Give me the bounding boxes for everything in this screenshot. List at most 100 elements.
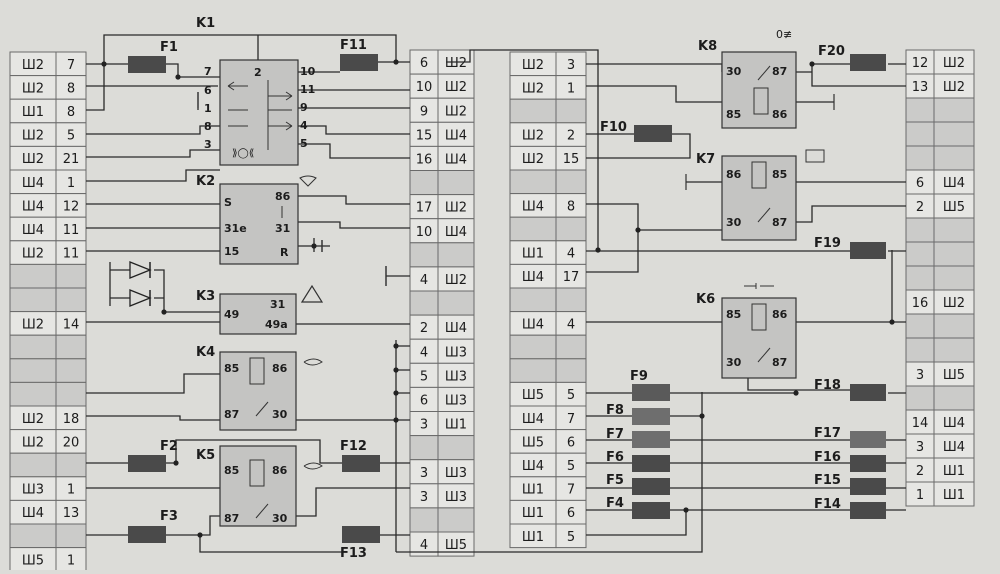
wire [670, 439, 850, 511]
connector-cell [437, 145, 475, 171]
fuse-label: F15 [814, 473, 841, 488]
connector-cell-text: 15 [416, 128, 433, 143]
pin-label: 85 [772, 168, 787, 181]
connector-cell-text: 15 [563, 152, 580, 167]
relay-label: K6 [696, 292, 715, 307]
connector-cell-text: Ш2 [522, 58, 544, 73]
wire [586, 133, 691, 159]
connector-cell-text: 10 [416, 80, 433, 95]
connector-cell [437, 218, 475, 244]
pin-label: 1 [204, 102, 212, 115]
connector-cell-text: Ш3 [445, 393, 467, 408]
connector-cell [933, 313, 975, 339]
connector-cell [409, 242, 439, 268]
pin-label: 86 [272, 362, 288, 375]
junction-dot [393, 390, 399, 396]
relay-k1: K1 7 6 1 8 3 2 10 11 9 4 5 ⟫◯⟪ [196, 16, 316, 166]
connector-cell-text: Ш2 [22, 247, 44, 262]
connector-cell [437, 435, 475, 461]
pin-label: 49a [265, 318, 288, 331]
junction-dot [889, 319, 895, 325]
connector-cell-text: Ш2 [22, 317, 44, 332]
connector-cell-text: Ш2 [22, 129, 44, 144]
junctions [101, 59, 895, 538]
connector-cell-text: Ш3 [445, 466, 467, 481]
connector-cell-text: 17 [563, 270, 580, 285]
fuse-body [850, 478, 886, 495]
connector-cell [933, 337, 975, 363]
pin-label: 9 [300, 101, 308, 114]
fuse-body [850, 54, 886, 71]
connector-cell-text: 2 [916, 200, 924, 215]
pin-label: 30 [726, 65, 742, 78]
pin-label: 87 [224, 512, 239, 525]
connector-cell-text: Ш4 [943, 176, 965, 191]
pin-label: 87 [772, 356, 787, 369]
connector-cell-text: 11 [63, 247, 80, 262]
connector-cell-text: 7 [567, 412, 575, 427]
connector-cell [555, 334, 587, 360]
fuse-body [632, 431, 670, 448]
connector-cell [9, 334, 57, 360]
connector-cell-text: 7 [567, 483, 575, 498]
relay-k2: K2 S 86 31e 31 15 R [196, 174, 317, 265]
connector-cell-text: 1 [567, 81, 575, 96]
relay-switch [757, 207, 771, 223]
fuse-body [342, 455, 380, 472]
pin-label: 87 [772, 216, 787, 229]
rear-fog-light-icon: 0≢ [776, 28, 792, 41]
fuse-body [632, 408, 670, 425]
wire [86, 125, 222, 135]
pin-label: 30 [272, 512, 288, 525]
connector-cell-text: Ш1 [522, 483, 544, 498]
fog-light-icon [303, 462, 323, 470]
fuse-label: F14 [814, 497, 841, 512]
connector-cell-text: 1 [67, 176, 75, 191]
connector-cell-text: 6 [916, 176, 924, 191]
fuse-body [632, 455, 670, 472]
connector-cell-text: Ш4 [22, 176, 44, 191]
connector-cell-text: Ш2 [943, 56, 965, 71]
junction-dot [635, 227, 641, 233]
relay-label: K1 [196, 16, 215, 31]
wire [796, 63, 906, 87]
pin-label: 86 [726, 168, 742, 181]
connector-cell-text: Ш4 [445, 225, 467, 240]
connector-cell [933, 145, 975, 171]
connector-cell [905, 337, 935, 363]
connector-cell-text: 2 [567, 129, 575, 144]
wire [586, 85, 722, 103]
relay-k5: K5 85 86 87 30 [196, 445, 323, 527]
fuse-label: F12 [340, 439, 367, 454]
connector-cell [9, 263, 57, 289]
connector-cell [55, 358, 87, 383]
connector-cell-text: Ш2 [445, 80, 467, 95]
relay-k3: K3 49 31 49a [196, 284, 324, 335]
connector-cell-text: Ш2 [522, 152, 544, 167]
junction-dot [699, 413, 705, 419]
connector-cell-text: 7 [67, 58, 75, 73]
connector-cell [9, 523, 57, 549]
connector-cell-text: 16 [912, 296, 929, 311]
connector-cell [933, 97, 975, 123]
connector-cell-text: 1 [916, 488, 924, 503]
fuse-f17: F17 [814, 426, 886, 448]
connector-cell [409, 266, 439, 292]
connector-cell [933, 361, 975, 387]
connector-cell-text: Ш4 [445, 128, 467, 143]
relay-coil [751, 161, 767, 189]
connector-cell [555, 169, 587, 195]
pin-label: 2 [254, 66, 262, 79]
fuse-f2: F2 [128, 439, 178, 472]
connector-cell-text: 8 [67, 105, 75, 120]
fuse-label: F18 [814, 378, 841, 393]
connector-cell [933, 241, 975, 267]
connector-cell-text: Ш2 [445, 273, 467, 288]
fuse-label: F3 [160, 509, 178, 524]
fuse-label: F7 [606, 427, 624, 442]
connector-cell [509, 287, 557, 313]
connector-cell [9, 381, 57, 407]
wire [103, 34, 397, 64]
pin-label: 10 [300, 65, 316, 78]
connector-cell [933, 481, 975, 507]
